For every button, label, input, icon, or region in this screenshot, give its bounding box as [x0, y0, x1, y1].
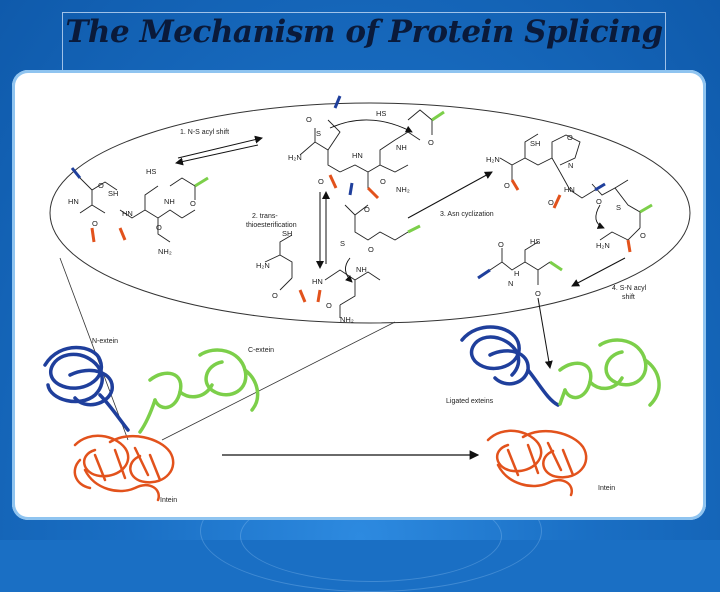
chem-o: O — [596, 197, 602, 206]
attack-arrow — [345, 257, 353, 283]
chem-o: O — [92, 219, 98, 228]
structure-ligated — [489, 241, 551, 285]
chem-s: S — [340, 239, 345, 248]
chem-h2n: H₂N — [288, 153, 302, 162]
c-extein-label: C-extein — [248, 347, 274, 354]
chem-h: H — [514, 269, 519, 278]
step3-arrow — [407, 171, 493, 219]
ligated-exteins-label: Ligated exteins — [446, 398, 494, 405]
step1-label: 1. N-S acyl shift — [180, 129, 229, 136]
chem-o: O — [306, 115, 312, 124]
chem-nh2: NH₂ — [340, 315, 354, 324]
mechanism-ellipse — [49, 102, 691, 324]
chem-s: S — [616, 203, 621, 212]
n-extein-ribbon — [43, 345, 130, 432]
chem-h2n: H₂N — [486, 155, 500, 164]
intein-ribbon-left — [73, 434, 175, 502]
chem-o: O — [98, 181, 104, 190]
n-extein-label: N-extein — [92, 338, 118, 345]
attack-arrow — [329, 119, 413, 133]
figure-panel — [12, 70, 706, 520]
step2-label-line2: thioesterification — [246, 222, 297, 229]
structure-succinimide — [499, 133, 641, 241]
chem-o: O — [504, 181, 510, 190]
step1-equilibrium-arrows — [175, 135, 263, 166]
chem-n: N — [508, 279, 513, 288]
chem-h2n: H₂N — [596, 241, 610, 250]
ligated-n-extein-ribbon — [460, 325, 560, 407]
chem-hs: HS — [376, 109, 386, 118]
chem-sh: SH — [282, 229, 292, 238]
step2-equilibrium-arrows — [316, 191, 330, 269]
chem-o: O — [535, 289, 541, 298]
structure-thioester-bonds — [328, 95, 445, 200]
zoom-line-left — [59, 257, 129, 441]
chem-o: O — [548, 198, 554, 207]
chem-sh: SH — [108, 189, 118, 198]
chem-o: O — [364, 205, 370, 214]
zoom-line-right — [161, 321, 396, 441]
intein-left-label: Intein — [160, 497, 177, 504]
chem-hn: HN — [68, 197, 79, 206]
chem-sh: SH — [530, 139, 540, 148]
product-drop-arrow — [537, 297, 553, 369]
structure-ligated-bonds — [477, 260, 563, 280]
ligated-c-extein-ribbon — [558, 338, 661, 407]
structure-initial-bonds — [70, 167, 209, 243]
chem-hs: HS — [530, 237, 540, 246]
chem-hn: HN — [564, 185, 575, 194]
structure-branched-bonds — [298, 182, 421, 303]
chem-o: O — [428, 138, 434, 147]
chem-o: O — [318, 177, 324, 186]
chem-nh2: NH₂ — [158, 247, 172, 256]
structure-branched — [264, 204, 409, 318]
chem-nh: NH — [356, 265, 367, 274]
step4-arrow — [571, 257, 626, 287]
c-extein-ribbon — [138, 348, 260, 434]
chem-nh2: NH₂ — [396, 185, 410, 194]
chem-o: O — [156, 223, 162, 232]
chem-hs: HS — [146, 167, 156, 176]
chem-h2n: H₂N — [256, 261, 270, 270]
chem-n: N — [568, 161, 573, 170]
chem-o: O — [190, 199, 196, 208]
step4-label-line2: shift — [622, 294, 635, 301]
step3-label: 3. Asn cyclization — [440, 211, 494, 218]
step2-label-line1: 2. trans- — [252, 213, 278, 220]
protein-splicing-diagram: O SH HN O HS HN NH O O NH₂ 1. N-S acyl s… — [43, 95, 691, 504]
chem-o: O — [272, 291, 278, 300]
chem-nh: NH — [164, 197, 175, 206]
chem-hn: HN — [312, 277, 323, 286]
structure-initial — [79, 177, 196, 243]
free-intein-ribbon — [486, 429, 588, 497]
chem-o: O — [368, 245, 374, 254]
slide-title: The Mechanism of Protein Splicing — [65, 14, 663, 50]
chem-o: O — [326, 301, 332, 310]
attack-arrow — [595, 204, 605, 229]
intein-right-label: Intein — [598, 485, 615, 492]
structure-thioester — [299, 109, 433, 188]
chem-o: O — [567, 133, 573, 142]
chem-hn: HN — [122, 209, 133, 218]
structure-succinimide-bonds — [510, 179, 653, 253]
chem-o: O — [640, 231, 646, 240]
chem-nh: NH — [396, 143, 407, 152]
step4-label-line1: 4. S-N acyl — [612, 285, 647, 292]
chem-o: O — [498, 240, 504, 249]
chem-o: O — [380, 177, 386, 186]
chem-hn: HN — [352, 151, 363, 160]
chem-s: S — [316, 129, 321, 138]
